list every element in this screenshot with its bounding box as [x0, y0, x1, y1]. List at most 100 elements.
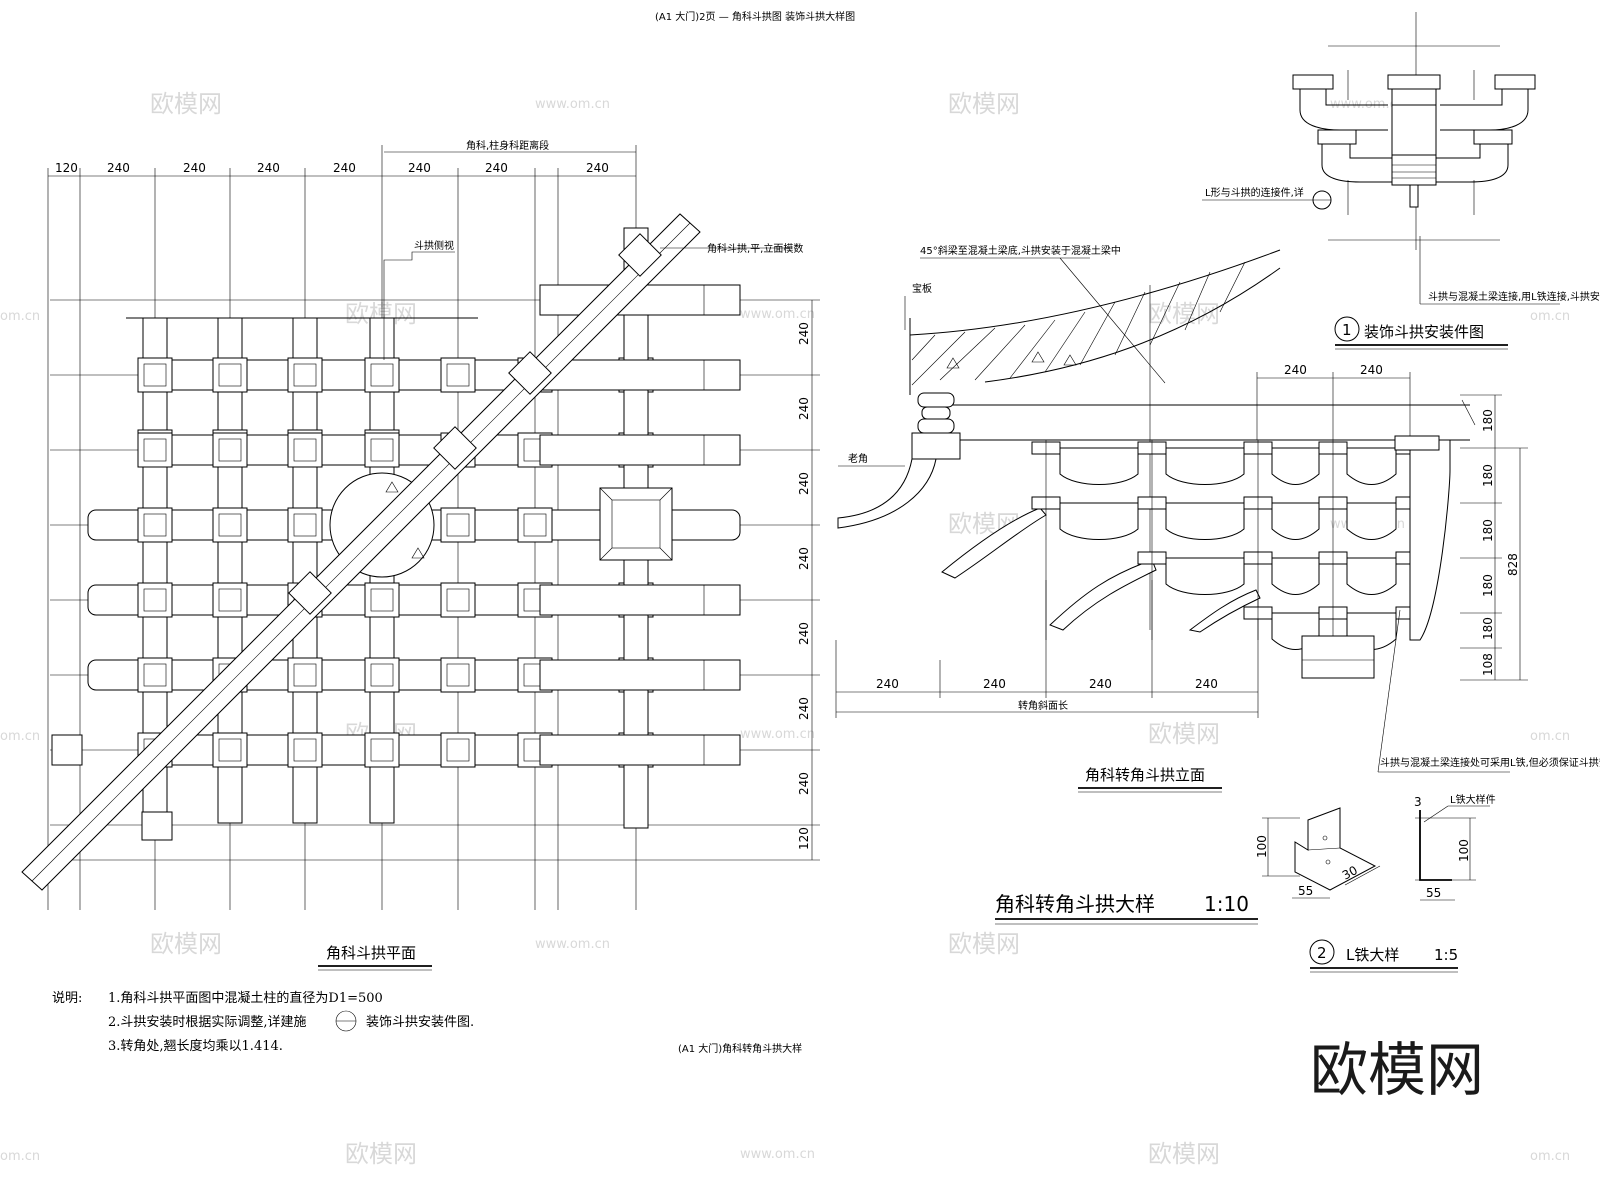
plan-joint-block	[218, 588, 242, 612]
detail1-bracket-mid	[1317, 129, 1513, 208]
plan-label-2: 角科斗拱,平,立面模数	[707, 242, 803, 255]
watermark-url: om.cn	[1530, 1149, 1570, 1164]
elev-label-beam: 老角	[848, 452, 868, 465]
brand-logo: 欧模网	[1310, 1036, 1484, 1104]
elev-dim-right-0: 180	[1481, 409, 1495, 432]
notes-item-2-tail: 装饰斗拱安装件图.	[366, 1015, 474, 1030]
elev-stacked-arm	[1271, 557, 1320, 595]
watermark-url: om.cn	[0, 309, 40, 324]
elev-dim-bottom-2: 240	[1089, 677, 1112, 691]
elev-dim-top-0: 240	[1284, 363, 1307, 377]
elev-stacked-arm	[1165, 447, 1245, 485]
plan-joint-block	[370, 738, 394, 762]
elev-arms	[941, 507, 1261, 633]
plan-dim-top-4: 240	[333, 161, 356, 175]
plan-joint-block	[370, 438, 394, 462]
plan-dim-right-0: 240	[797, 322, 811, 345]
elev-dim-right-2: 180	[1481, 519, 1495, 542]
plan-right-arm-cap	[539, 584, 741, 616]
watermark-url: www.om.cn	[740, 727, 815, 742]
elev-label-note: 45°斜梁至混凝土梁底,斗拱安装于混凝土梁中	[920, 244, 1121, 257]
elev-stacked-arm	[1059, 447, 1139, 485]
plan-joint-block	[293, 738, 317, 762]
plan-right-arm-cap	[703, 284, 741, 316]
detail2-dim-2: 30	[1340, 863, 1360, 883]
plan-joint-block	[137, 357, 173, 393]
plan-dim-top-7: 240	[586, 161, 609, 175]
plan-joint-block	[287, 657, 323, 693]
plan-edge-block	[51, 734, 83, 766]
plan-joint-block	[143, 588, 167, 612]
notes: 说明: 1.角科斗拱平面图中混凝土柱的直径为D1=500 2.斗拱安装时根据实际…	[52, 990, 474, 1054]
detail-1-installation: L形与斗拱的连接件,详 斗拱与混凝土梁连接,用L铁连接,斗拱安装详 1 装饰斗拱…	[1202, 12, 1600, 350]
watermark: 欧模网	[150, 930, 222, 958]
notes-head: 说明:	[52, 991, 82, 1006]
detail2-dim-5: 3	[1414, 795, 1422, 809]
plan-joint-block	[287, 432, 323, 468]
detail-2-l-iron: 100 55 30 100 55 3 L铁大样件 2 L铁大样 1:5	[1255, 793, 1496, 973]
plan-joint-block	[218, 363, 242, 387]
hatch-mark	[411, 547, 425, 559]
plan-right-arm-cap	[703, 584, 741, 616]
plan-right-arm-cap	[703, 359, 741, 391]
plan-dim-right-4: 240	[797, 622, 811, 645]
detail1-label-b: 斗拱与混凝土梁连接,用L铁连接,斗拱安装详	[1428, 290, 1600, 303]
plan-joint-block	[440, 582, 476, 618]
elev-stacked-arm	[1165, 502, 1245, 540]
elev-stack	[1031, 435, 1451, 650]
plan-right-arm-cap	[539, 359, 741, 391]
plan-joint-block	[517, 507, 553, 543]
plan-dim-right-2: 240	[797, 472, 811, 495]
elevation-view: 240 240 180 180 180 180 180 108 828	[835, 244, 1600, 793]
plan-joint-block	[446, 588, 470, 612]
plan-view: 120 240 240 240 240 240 240 240 角科,柱身科距离…	[21, 139, 820, 971]
elev-dim-right-1: 180	[1481, 464, 1495, 487]
plan-joint-block	[364, 732, 400, 768]
notes-item-2: 2.斗拱安装时根据实际调整,详建施	[108, 1015, 307, 1030]
detail2-dim-0: 100	[1255, 835, 1269, 858]
plan-right-arm-cap	[539, 734, 741, 766]
plan-joint-block	[293, 513, 317, 537]
elev-dim-total: 828	[1506, 553, 1520, 576]
plan-joint-block	[287, 507, 323, 543]
hatch-mark	[385, 481, 399, 493]
plan-joint-block	[446, 513, 470, 537]
plan-right-arm-cap	[703, 659, 741, 691]
plan-joint-block	[370, 588, 394, 612]
elev-label-iron: 斗拱与混凝土梁连接处可采用L铁,但必须保证斗拱安装时互相不影响	[1380, 756, 1600, 769]
detail1-label-a: L形与斗拱的连接件,详	[1205, 186, 1304, 199]
elev-stacked-arm	[1346, 557, 1397, 595]
plan-joint-block	[137, 657, 173, 693]
watermark: 欧模网	[150, 90, 222, 118]
plan-joint-block	[212, 732, 248, 768]
plan-joint-block	[143, 513, 167, 537]
elev-stacked-arm	[1271, 447, 1320, 485]
detail2-dim-4: 55	[1426, 886, 1441, 900]
plan-joint-block	[143, 363, 167, 387]
plan-joint-block	[143, 663, 167, 687]
plan-joint-block	[523, 513, 547, 537]
plan-dim-top-label: 角科,柱身科距离段	[466, 139, 549, 152]
notes-item-3: 3.转角处,翘长度均乘以1.414.	[108, 1038, 283, 1054]
plan-joint-block	[364, 657, 400, 693]
leader-line	[383, 251, 455, 360]
detail1-number-circle	[1334, 316, 1360, 342]
plan-joint-block	[287, 357, 323, 393]
plan-joint-block	[440, 357, 476, 393]
plan-right-arm-cap	[539, 434, 741, 466]
elev-right-cap	[1409, 439, 1451, 641]
plan-joint-block	[143, 438, 167, 462]
plan-joint-block	[212, 432, 248, 468]
watermark: 欧模网	[948, 90, 1020, 118]
elev-right-cap	[1394, 435, 1440, 451]
plan-joint-block	[212, 357, 248, 393]
elev-stacked-arm	[1165, 557, 1245, 595]
plan-joint-block	[293, 363, 317, 387]
plan-dim-top-2: 240	[183, 161, 206, 175]
plan-joint-block	[218, 738, 242, 762]
elev-slab	[909, 249, 1281, 395]
diagonal-corner-beam	[21, 213, 701, 891]
elev-post	[837, 392, 961, 529]
watermark: 欧模网	[1148, 720, 1220, 748]
detail2-dim-1: 55	[1298, 884, 1313, 898]
